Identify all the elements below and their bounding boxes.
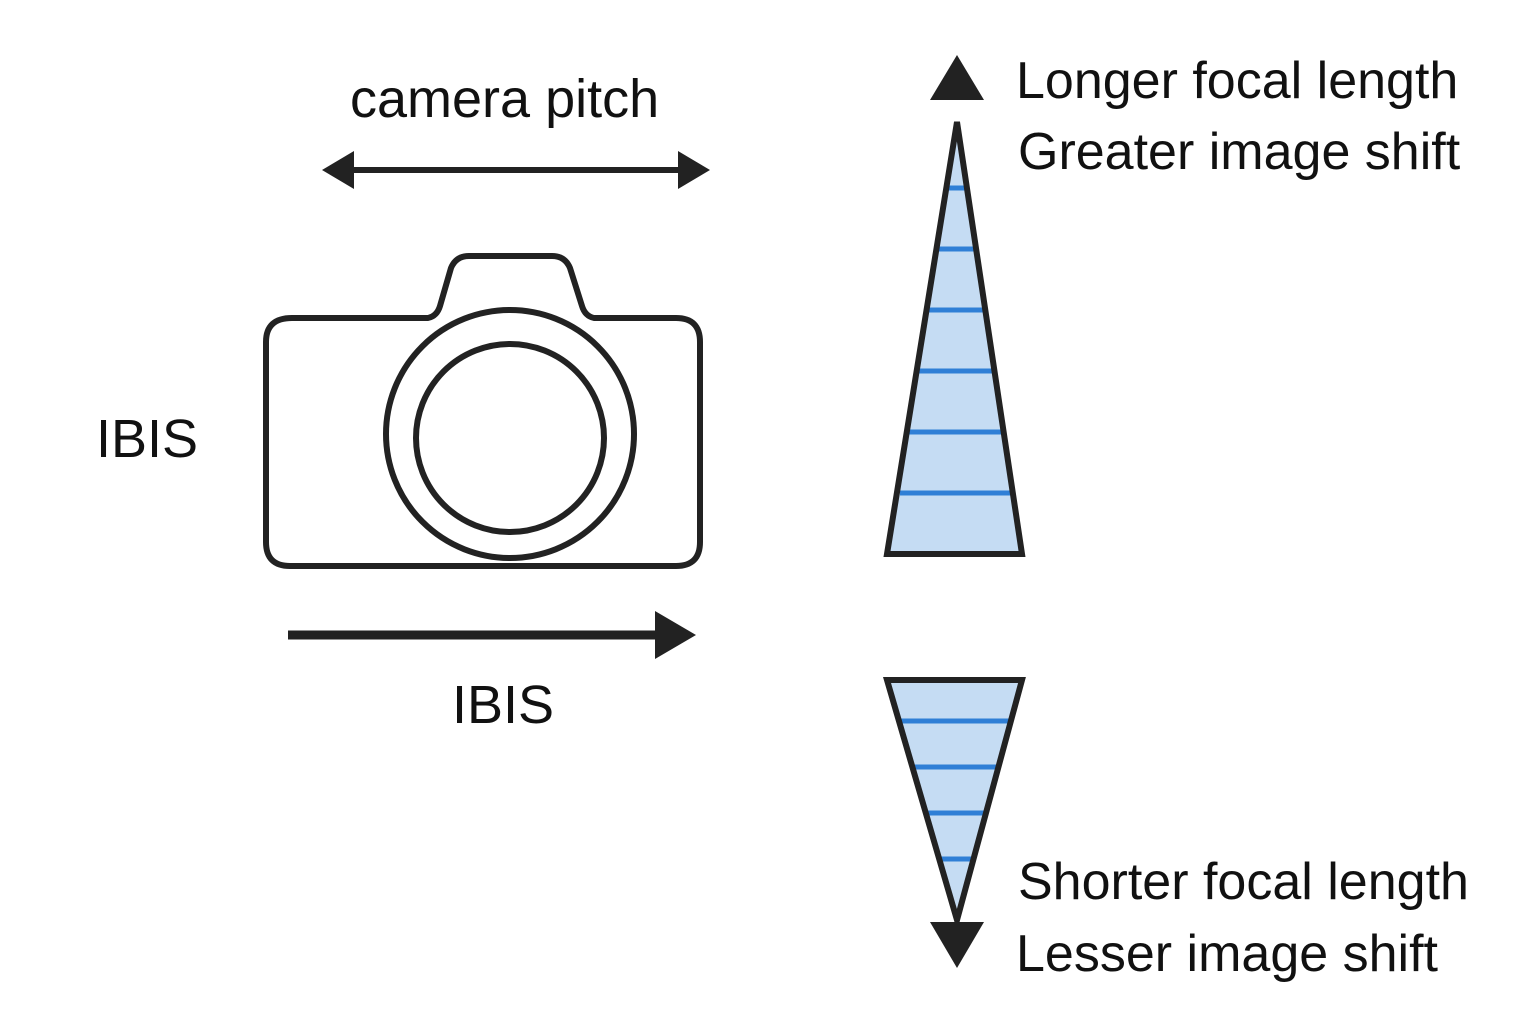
ibis-arrow [288,611,696,659]
shorter-focal-length-label: Shorter focal length [1018,853,1469,911]
lesser-image-shift-label: Lesser image shift [1016,925,1438,983]
camera-icon [263,253,703,569]
up-arrow [930,55,984,100]
long-focal-wedge [883,55,1026,557]
ibis-bottom-label: IBIS [452,675,555,735]
short-focal-wedge [883,677,1026,968]
down-arrow [930,922,984,968]
lens-inner-ring [413,341,607,535]
ibis-side-label: IBIS [96,409,199,469]
camera-pitch-arrow [322,151,710,189]
greater-image-shift-label: Greater image shift [1018,123,1461,181]
longer-focal-length-label: Longer focal length [1016,52,1459,110]
camera-pitch-label: camera pitch [350,69,660,129]
lens-outer-ring [383,307,637,561]
